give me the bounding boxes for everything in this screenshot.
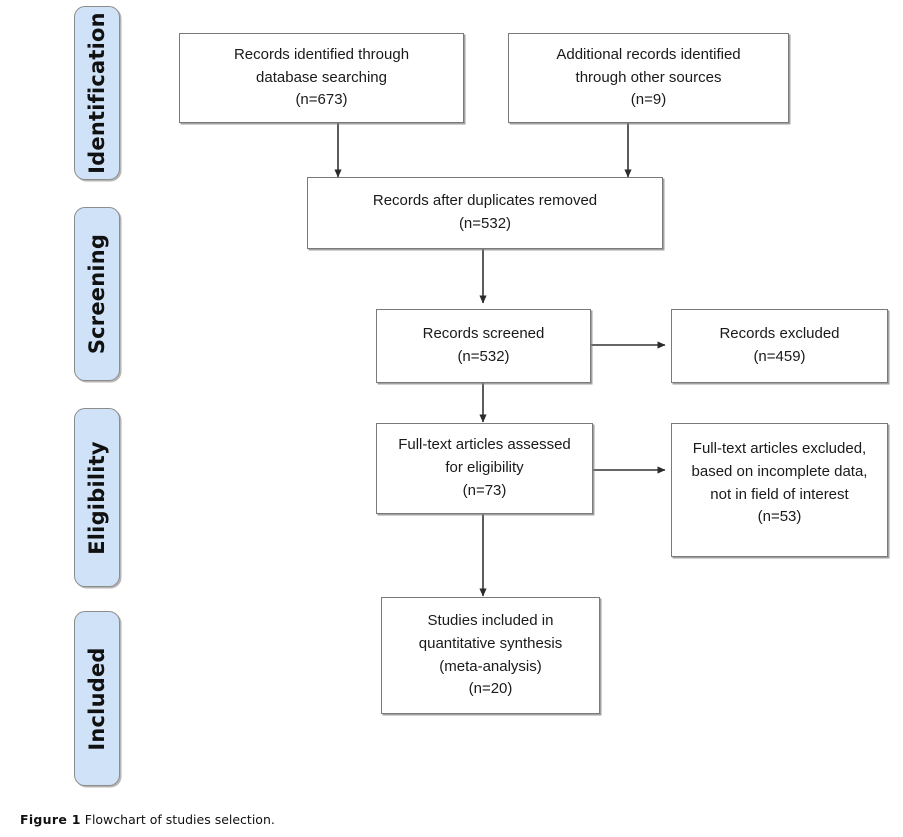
figure-caption-label: Figure 1 [20,812,81,827]
node-line: Full-text articles excluded, [692,440,867,457]
node-records-excluded: Records excluded (n=459) [671,309,888,383]
phase-label-included: Included [85,646,109,751]
node-line: quantitative synthesis [418,634,563,652]
phase-label-screening: Screening [85,233,109,355]
phase-pill-screening: Screening [74,207,120,381]
node-line: Records excluded [719,325,840,343]
phase-label-eligibility: Eligibility [85,440,109,555]
node-count: (n=459) [753,348,806,365]
phase-pill-included: Included [74,611,120,786]
node-studies-included: Studies included in quantitative synthes… [381,597,600,714]
node-count: (n=673) [295,91,348,109]
node-records-screened: Records screened (n=532) [376,309,591,383]
node-count: (n=532) [458,215,512,232]
phase-pill-eligibility: Eligibility [74,408,120,587]
node-records-after-duplicates-removed: Records after duplicates removed (n=532) [307,177,663,249]
node-line: (meta-analysis) [439,657,542,675]
node-line: not in field of interest [710,485,849,503]
figure-caption: Figure 1 Flowchart of studies selection. [20,812,275,827]
node-line: through other sources [575,68,722,86]
phase-pill-identification: Identification [74,6,120,180]
node-full-text-assessed: Full-text articles assessed for eligibil… [376,423,593,514]
node-line: database searching [256,68,387,86]
node-line: Records after duplicates removed [372,192,598,210]
node-count: (n=73) [462,481,507,499]
node-line: Records identified through [233,45,410,63]
node-count: (n=532) [457,348,510,365]
node-line: based on incomplete data, [691,462,868,480]
node-line: Studies included in [427,611,554,629]
node-additional-records-other-sources: Additional records identified through ot… [508,33,789,123]
node-count: (n=9) [630,91,667,109]
node-line: for eligibility [445,459,524,477]
node-full-text-excluded: Full-text articles excluded, based on in… [671,423,888,557]
node-line: Full-text articles assessed [398,436,571,454]
node-line: Additional records identified [556,45,741,63]
node-records-identified-database: Records identified through database sear… [179,33,464,123]
node-count: (n=20) [468,680,513,698]
node-line: Records screened [422,325,545,343]
figure-caption-text: Flowchart of studies selection. [84,812,275,827]
node-count: (n=53) [757,508,802,526]
phase-label-identification: Identification [85,12,109,174]
